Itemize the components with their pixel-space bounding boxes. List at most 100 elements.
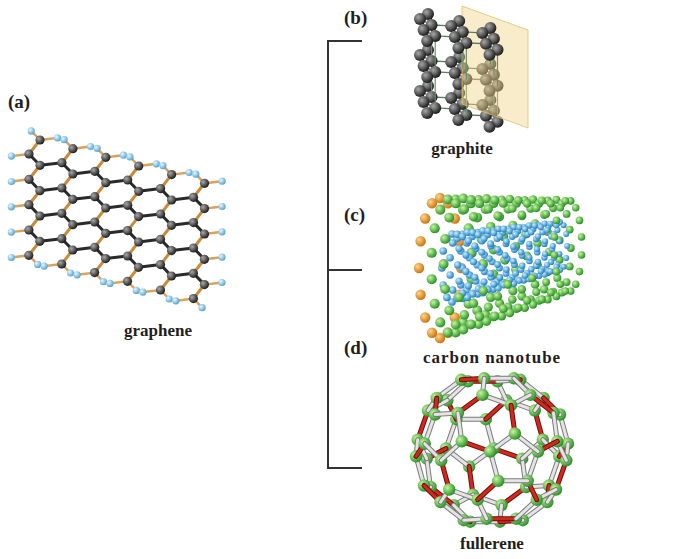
inner-tube-atom (528, 266, 534, 272)
inner-tube-atom (532, 222, 538, 228)
inner-tube-atom (518, 249, 524, 255)
carbon-atom (189, 218, 198, 227)
inner-tube-atom (446, 254, 453, 261)
tube-atom (490, 311, 499, 320)
tube-atom (523, 296, 531, 304)
tube-atom (563, 210, 571, 218)
tube-atom (578, 233, 586, 241)
carbon-atom (476, 389, 488, 401)
inner-tube-atom (494, 261, 501, 268)
edge-atom (41, 263, 48, 270)
graphite-layers (414, 6, 528, 133)
inner-tube-atom (512, 270, 519, 277)
inner-tube-atom (475, 231, 482, 238)
carbon-atom (452, 114, 464, 126)
carbon-atom (57, 234, 66, 243)
panel-letter: (d) (344, 338, 367, 359)
inner-tube-atom (465, 282, 472, 289)
carbon-atom (480, 38, 492, 50)
carbon-atom (189, 193, 198, 202)
carbon-atom (101, 254, 110, 263)
tube-atom (572, 280, 580, 288)
bracket-tick (328, 269, 362, 271)
carbon-atom (35, 237, 44, 246)
tube-atom (508, 204, 517, 213)
carbon-atom (200, 280, 209, 289)
carbon-atom (134, 237, 143, 246)
tube-atom (454, 292, 464, 302)
carbon-atom (57, 259, 66, 268)
carbon-atom (418, 60, 430, 72)
edge-atom (67, 269, 74, 276)
edge-atom (199, 304, 206, 311)
panel-letter: (b) (344, 8, 367, 29)
inner-tube-atom (563, 231, 569, 237)
edge-atom (8, 203, 15, 210)
carbon-atom (90, 167, 99, 176)
tube-atom (493, 292, 502, 301)
carbon-atom (123, 175, 132, 184)
inner-tube-atom (547, 268, 553, 274)
tube-atom (576, 217, 584, 225)
carbon-atom (200, 255, 209, 264)
inner-tube-atom (512, 231, 519, 238)
tube-atom (572, 204, 580, 212)
edge-atom (8, 229, 15, 236)
carbon-atom (492, 475, 504, 487)
carbon-atom (421, 71, 433, 83)
carbon-atom (484, 49, 496, 61)
carbon-atom (452, 42, 464, 54)
tube-atom (514, 303, 523, 312)
tube-atom (459, 310, 469, 320)
inner-tube-atom (519, 262, 525, 268)
tube-atom (443, 327, 453, 337)
tube-atom (523, 199, 531, 207)
inner-tube-atom (469, 290, 476, 297)
edge-atom (219, 203, 226, 210)
tube-atom (557, 204, 565, 212)
edge-atom (139, 289, 146, 296)
carbon-atom (189, 269, 198, 278)
carbon-atom (134, 212, 143, 221)
inner-tube-atom (443, 294, 451, 302)
tube-atom (430, 223, 440, 233)
carbon-atom (123, 251, 132, 260)
inner-tube-atom (516, 224, 523, 231)
tube-atom (435, 317, 445, 327)
inner-tube-atom (465, 237, 472, 244)
tube-end-atom (420, 213, 430, 223)
tube-atom (566, 262, 574, 270)
carbon-atom (167, 246, 176, 255)
inner-tube-atom (459, 233, 466, 240)
carbon-atom (35, 186, 44, 195)
tube-atom (469, 212, 478, 221)
tube-atom (439, 259, 449, 269)
edge-atom (106, 280, 113, 287)
carbon-atom (68, 195, 77, 204)
inner-tube-atom (471, 274, 478, 281)
tube-atom (499, 199, 508, 208)
carbon-atom (101, 153, 110, 162)
carbon-atom (200, 204, 209, 213)
tube-atom (490, 195, 499, 204)
tube-atom (518, 211, 526, 219)
tube-atom (518, 285, 526, 293)
tube-atom (553, 268, 561, 276)
inner-tube-atom (538, 268, 544, 274)
inner-tube-atom (522, 272, 528, 278)
inner-tube-atom (449, 239, 456, 246)
inner-tube-atom (535, 259, 541, 265)
inner-tube-atom (516, 277, 523, 284)
carbon-atom (35, 211, 44, 220)
inner-tube-atom (478, 264, 485, 271)
carbon-atom (90, 192, 99, 201)
carbon-atom (167, 221, 176, 230)
carbon-atom (90, 268, 99, 277)
edge-atom (61, 136, 68, 143)
tube-atom (484, 204, 493, 213)
carbon-atom (24, 175, 33, 184)
tube-atom (427, 248, 437, 258)
tube-atom (517, 211, 526, 220)
inner-tube-atom (481, 278, 488, 285)
